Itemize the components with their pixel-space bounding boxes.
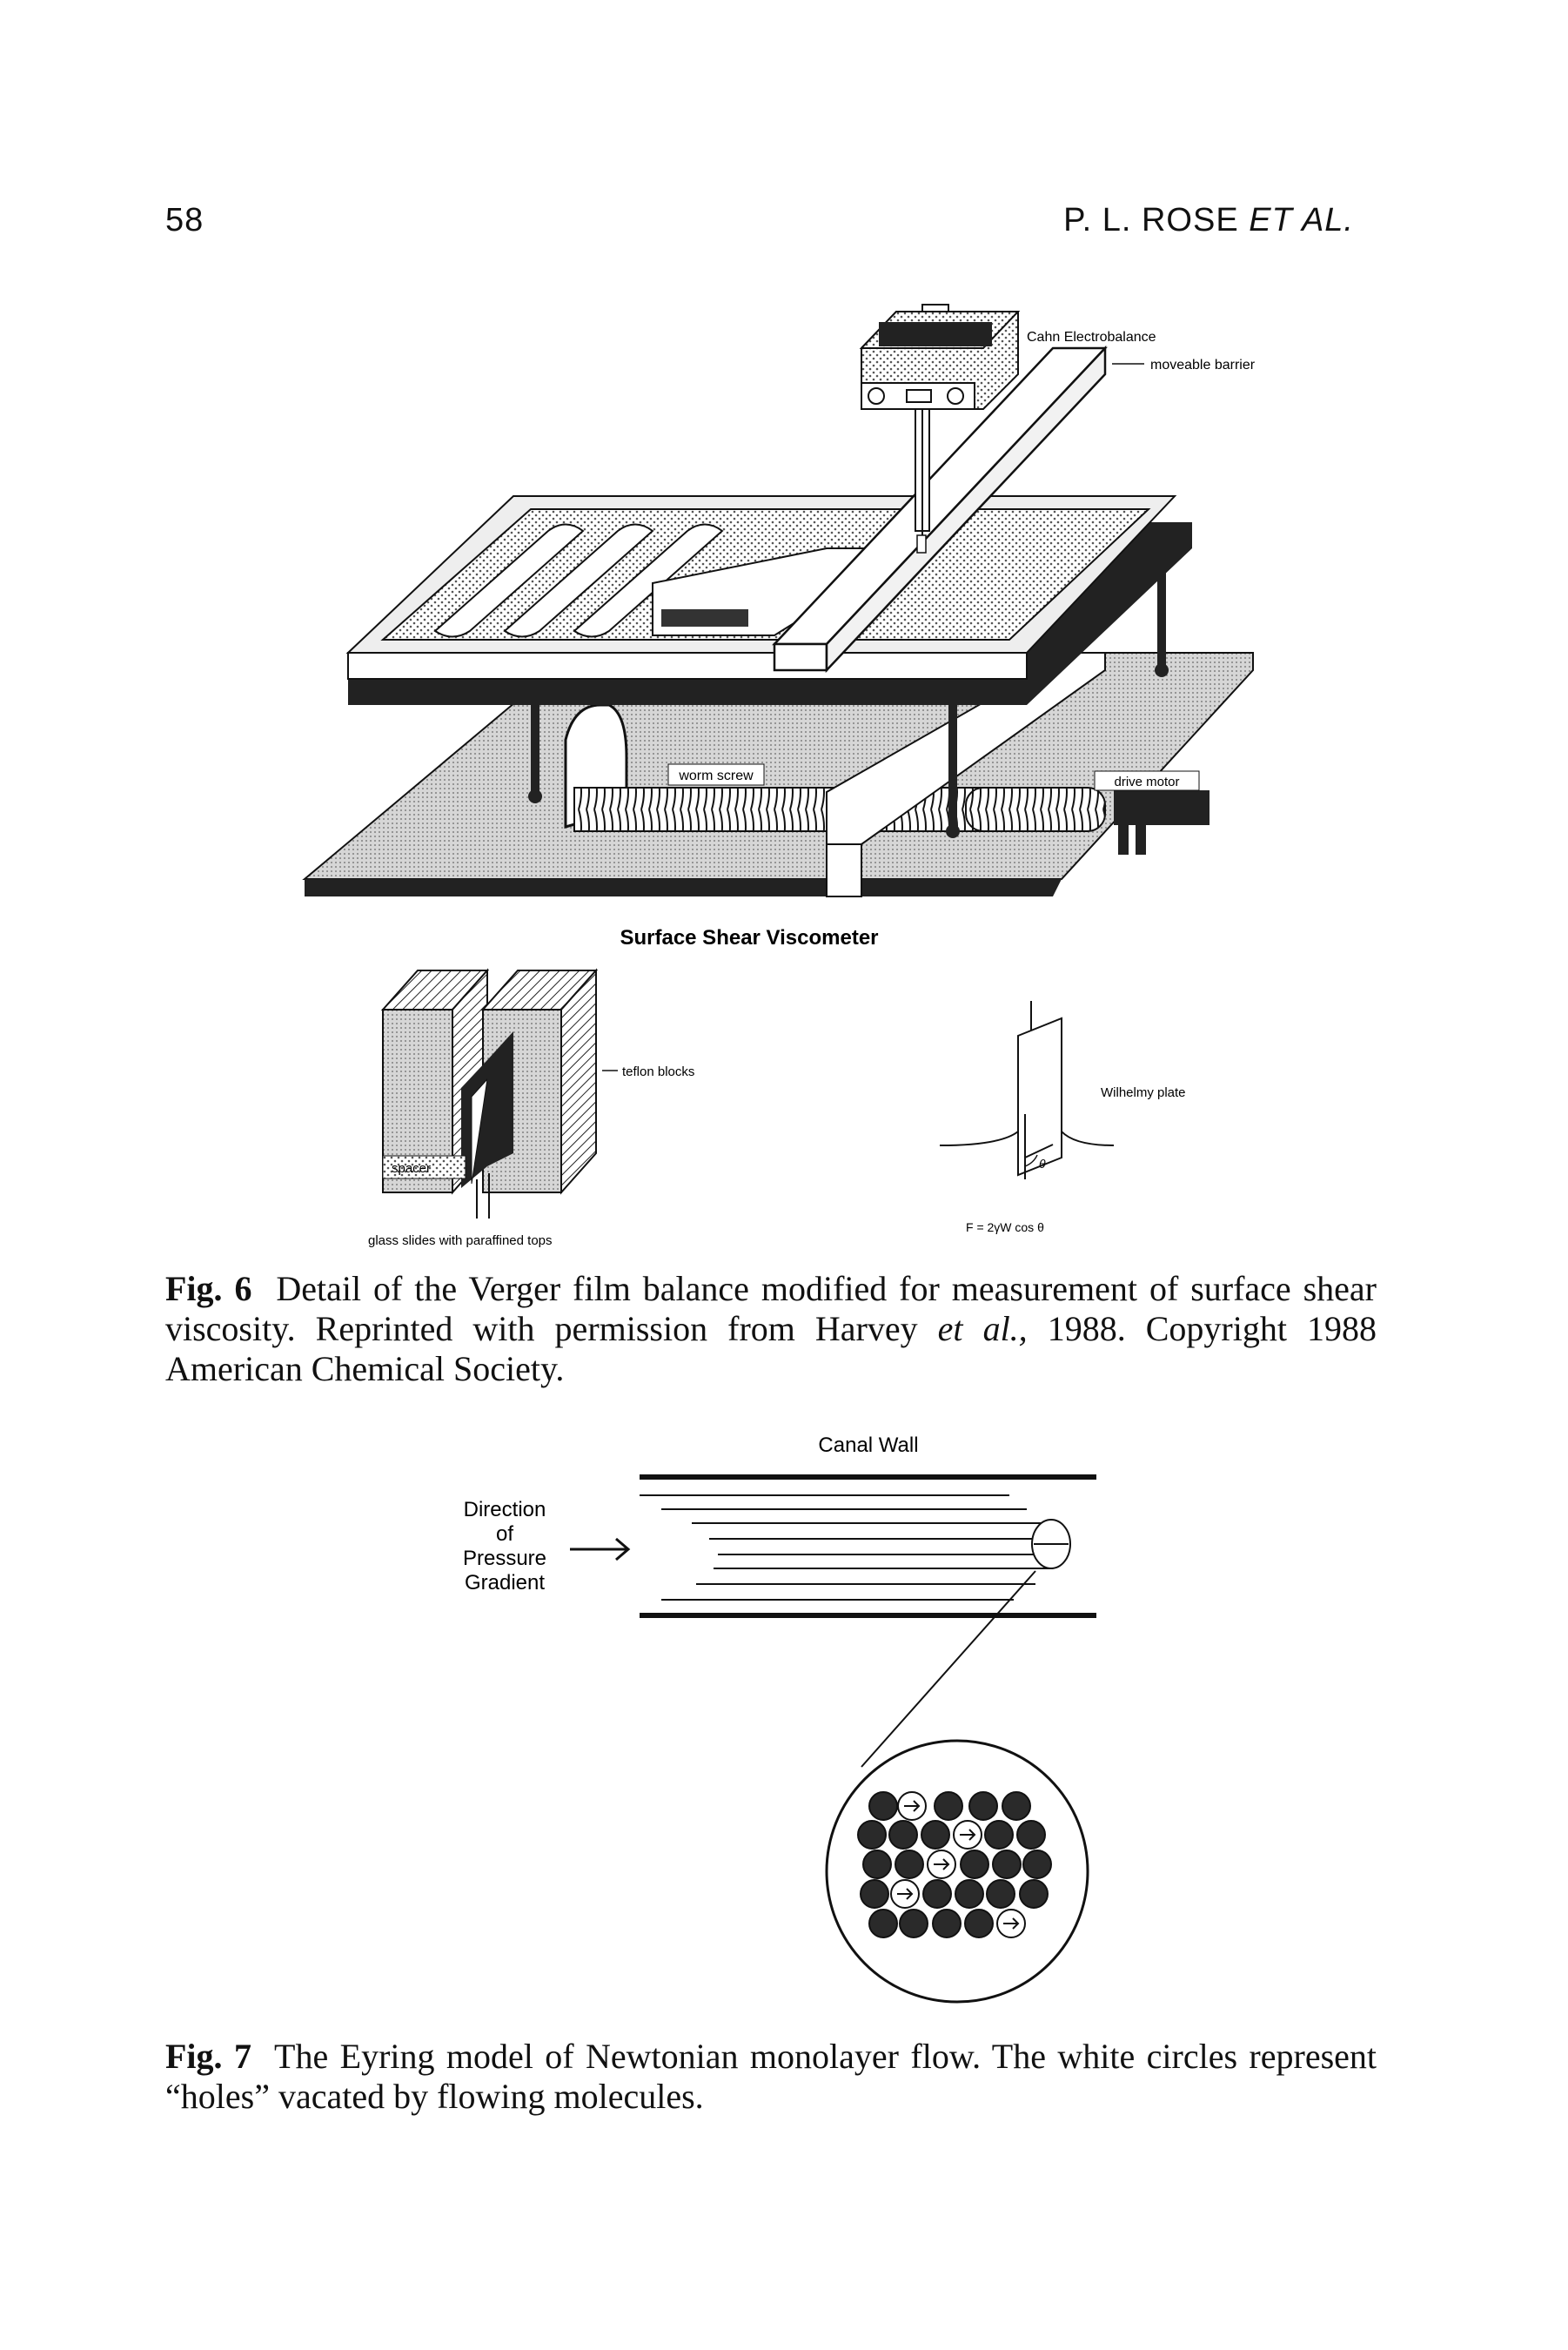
molecule xyxy=(960,1850,989,1879)
monolayer-molecules xyxy=(857,1791,1052,1938)
running-author: P. L. ROSE ET AL. xyxy=(1063,202,1354,239)
wilhelmy-plate xyxy=(1017,1017,1062,1177)
molecule xyxy=(868,1791,898,1821)
drive-motor-label: drive motor xyxy=(1114,775,1179,789)
cahn-electrobalance-label: Cahn Electrobalance xyxy=(1027,330,1156,345)
viscometer-title: Surface Shear Viscometer xyxy=(620,926,878,950)
molecule xyxy=(921,1820,950,1850)
molecule xyxy=(968,1791,998,1821)
figure-7-caption: Fig. 7 The Eyring model of Newtonian mon… xyxy=(165,2037,1377,2117)
molecule xyxy=(992,1850,1022,1879)
cahn-electrobalance xyxy=(859,304,1021,554)
wilhelmy-formula: F = 2γW cos θ xyxy=(966,1220,1044,1234)
wilhelmy-plate-detail: θ Wilhelmy plate F = 2γW cos θ xyxy=(939,1001,1186,1234)
figure-7-caption-text: The Eyring model of Newtonian monolayer … xyxy=(165,2037,1377,2116)
direction-label-4: Gradient xyxy=(465,1571,545,1595)
molecule xyxy=(955,1879,984,1909)
worm-screw xyxy=(573,787,1028,832)
figure-6-caption: Fig. 6 Detail of the Verger film balance… xyxy=(165,1269,1377,1389)
direction-label-1: Direction xyxy=(464,1498,546,1521)
running-author-etal: ET AL. xyxy=(1249,202,1354,238)
molecule xyxy=(868,1909,898,1938)
moveable-barrier xyxy=(772,345,1108,674)
molecule xyxy=(984,1820,1014,1850)
surface-shear-viscometer-figure: worm screw drive motor moveable barrier xyxy=(302,304,1256,950)
spacer-label: spacer xyxy=(392,1161,431,1176)
molecule xyxy=(857,1820,887,1850)
theta-symbol: θ xyxy=(1039,1157,1046,1171)
molecule xyxy=(899,1909,928,1938)
molecule xyxy=(1002,1791,1031,1821)
molecule xyxy=(860,1879,889,1909)
molecule xyxy=(1019,1879,1049,1909)
molecule xyxy=(1016,1820,1046,1850)
flow-arrow-icon xyxy=(904,1800,921,1812)
eyring-model-figure: Canal Wall Direction of Pressure Gradien… xyxy=(463,1434,1096,2004)
molecule xyxy=(964,1909,994,1938)
direction-label-3: Pressure xyxy=(463,1547,546,1570)
molecule xyxy=(932,1909,962,1938)
figure-7-label: Fig. 7 xyxy=(165,2037,251,2076)
running-author-name: P. L. ROSE xyxy=(1063,202,1239,238)
molecule xyxy=(934,1791,963,1821)
figure-6-caption-text-end: 1988. Copyright 1988 American Chemical S… xyxy=(165,1309,1377,1388)
flow-arrow-icon xyxy=(960,1829,976,1841)
glass-slides-label: glass slides with paraffined tops xyxy=(368,1233,553,1248)
figure-6-caption-etal: et al., xyxy=(937,1309,1028,1348)
flow-arrow-icon xyxy=(934,1858,950,1870)
teflon-blocks-label: teflon blocks xyxy=(622,1064,694,1079)
worm-screw-label: worm screw xyxy=(678,769,754,783)
page-number: 58 xyxy=(165,202,204,238)
molecule xyxy=(1022,1850,1052,1879)
canal-wall-label: Canal Wall xyxy=(818,1434,918,1457)
teflon-block-detail: spacer teflon blocks glass slides with p… xyxy=(368,968,694,1248)
molecule xyxy=(895,1850,924,1879)
drive-motor xyxy=(1114,790,1210,825)
flow-arrow-icon xyxy=(897,1888,914,1900)
molecule xyxy=(862,1850,892,1879)
moveable-barrier-label: moveable barrier xyxy=(1150,358,1256,373)
molecule xyxy=(888,1820,918,1850)
molecule xyxy=(922,1879,952,1909)
wilhelmy-plate-label: Wilhelmy plate xyxy=(1101,1085,1186,1100)
figure-6-label: Fig. 6 xyxy=(165,1269,252,1308)
spacer xyxy=(382,1155,466,1179)
flow-arrow-icon xyxy=(1003,1917,1020,1930)
direction-label-2: of xyxy=(496,1522,513,1546)
molecule xyxy=(986,1879,1015,1909)
figure-6-caption-text: Detail of the Verger film balance modifi… xyxy=(165,1269,1377,1348)
